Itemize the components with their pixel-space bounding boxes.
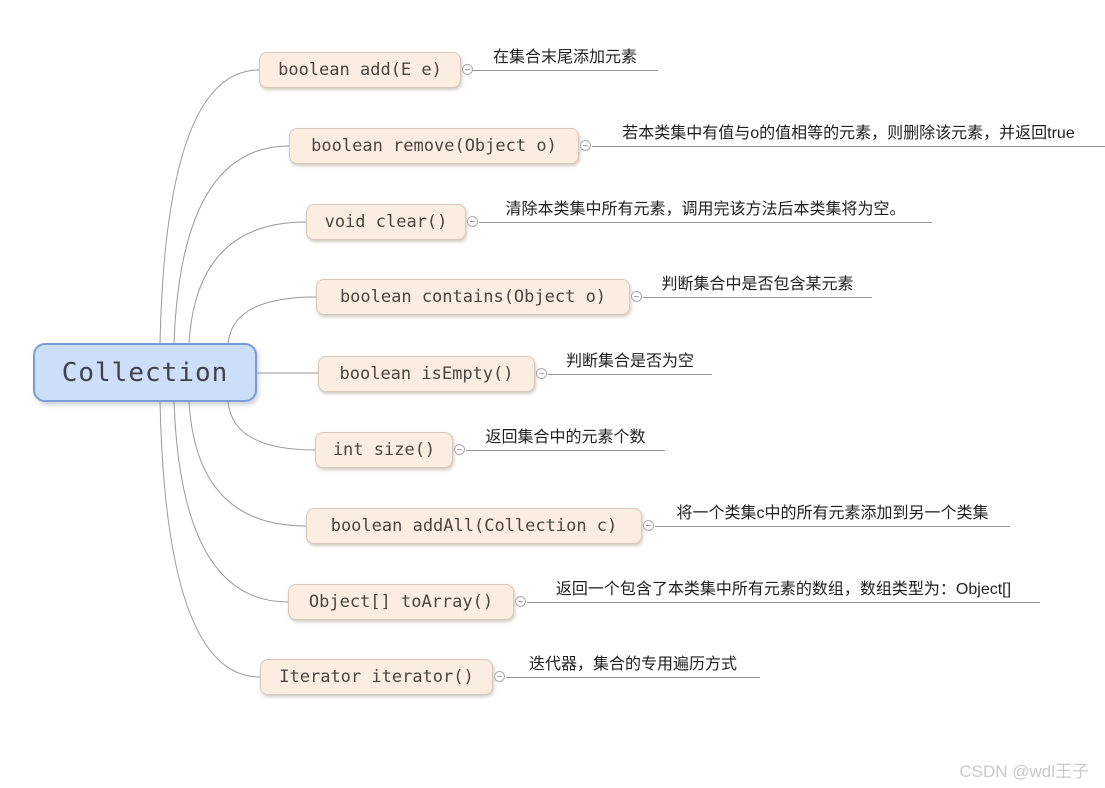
root-topic-collection[interactable]: Collection xyxy=(33,343,257,402)
collapse-icon[interactable] xyxy=(536,368,547,379)
topic-remove-label: boolean remove(Object o) xyxy=(311,136,557,156)
collapse-icon[interactable] xyxy=(467,216,478,227)
subtopic-addall-note[interactable]: 将一个类集c中的所有元素添加到另一个类集 xyxy=(655,503,1010,527)
topic-iterator[interactable]: Iterator iterator() xyxy=(260,659,493,695)
subtopic-remove-note[interactable]: 若本类集中有值与o的值相等的元素，则删除该元素，并返回true xyxy=(592,123,1105,147)
topic-remove[interactable]: boolean remove(Object o) xyxy=(289,128,579,164)
root-topic-label: Collection xyxy=(61,357,229,388)
topic-addall[interactable]: boolean addAll(Collection c) xyxy=(306,508,642,544)
collapse-icon[interactable] xyxy=(462,64,473,75)
collapse-icon[interactable] xyxy=(515,596,526,607)
topic-size[interactable]: int size() xyxy=(315,432,453,468)
topic-contains-label: boolean contains(Object o) xyxy=(339,287,607,307)
collapse-icon[interactable] xyxy=(494,671,505,682)
topic-toarray-label: Object[] toArray() xyxy=(308,592,494,612)
subtopic-size-note[interactable]: 返回集合中的元素个数 xyxy=(466,427,665,451)
topic-toarray[interactable]: Object[] toArray() xyxy=(288,584,514,620)
topic-clear[interactable]: void clear() xyxy=(306,204,466,240)
topic-add-label: boolean add(E e) xyxy=(278,60,442,80)
collapse-icon[interactable] xyxy=(631,291,642,302)
subtopic-clear-note[interactable]: 清除本类集中所有元素，调用完该方法后本类集将为空。 xyxy=(479,199,932,223)
topic-add[interactable]: boolean add(E e) xyxy=(259,52,461,88)
subtopic-iterator-note[interactable]: 迭代器，集合的专用遍历方式 xyxy=(506,654,760,678)
topic-isempty-label: boolean isEmpty() xyxy=(339,364,514,384)
subtopic-contains-note[interactable]: 判断集合中是否包含某元素 xyxy=(643,274,872,298)
collapse-icon[interactable] xyxy=(454,444,465,455)
collapse-icon[interactable] xyxy=(580,140,591,151)
topic-addall-label: boolean addAll(Collection c) xyxy=(330,516,618,536)
subtopic-add-note[interactable]: 在集合末尾添加元素 xyxy=(472,47,658,71)
subtopic-toarray-note[interactable]: 返回一个包含了本类集中所有元素的数组，数组类型为：Object[] xyxy=(527,579,1040,603)
collapse-icon[interactable] xyxy=(643,520,654,531)
topic-isempty[interactable]: boolean isEmpty() xyxy=(318,356,535,392)
topic-size-label: int size() xyxy=(332,440,436,460)
topic-contains[interactable]: boolean contains(Object o) xyxy=(316,279,630,315)
topic-iterator-label: Iterator iterator() xyxy=(279,667,474,687)
topic-clear-label: void clear() xyxy=(324,212,448,232)
csdn-watermark: CSDN @wdl王子 xyxy=(959,762,1089,781)
subtopic-isempty-note[interactable]: 判断集合是否为空 xyxy=(548,351,712,375)
